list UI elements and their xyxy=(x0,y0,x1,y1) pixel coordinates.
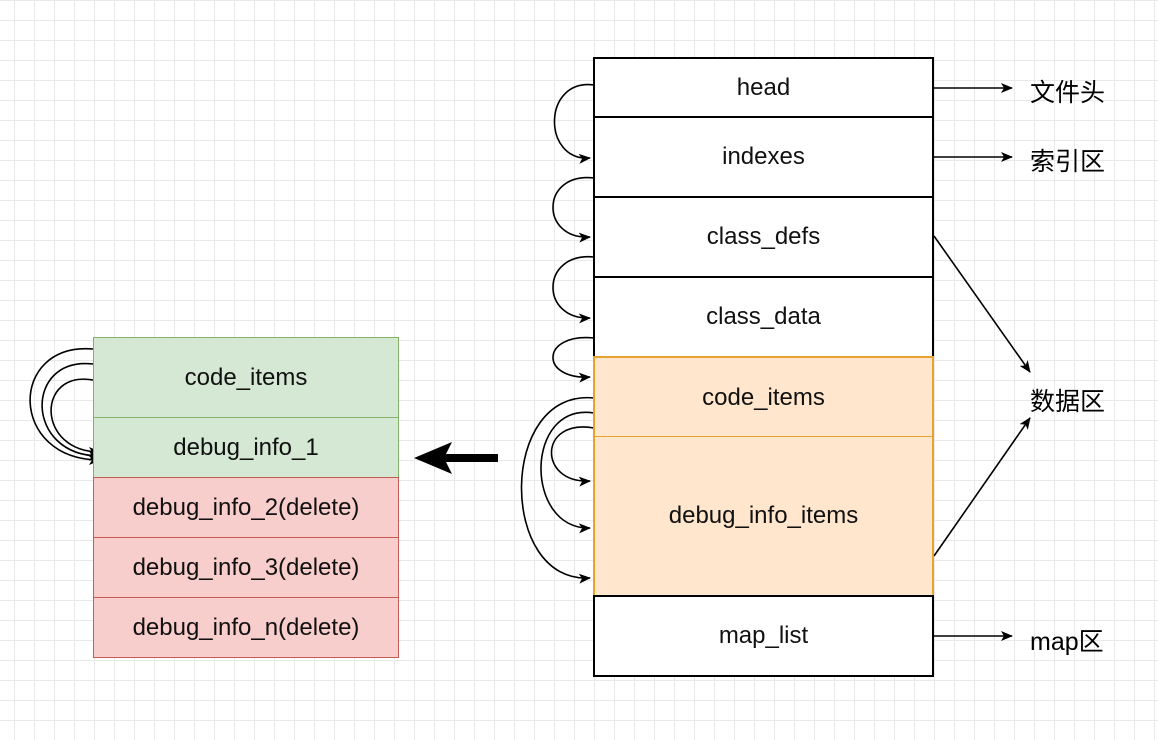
bold-left-arrow-head xyxy=(414,442,452,474)
loop-arrow-left-2 xyxy=(41,362,101,461)
section-class-data-label: class_data xyxy=(706,303,821,330)
loop-arrow-left-1 xyxy=(50,378,101,457)
section-head-label: head xyxy=(736,73,791,101)
label-data-area: 数据区 xyxy=(1030,388,1106,416)
loop-arrow-classdata-codeitems xyxy=(552,336,595,383)
loop-arrow-left-3 xyxy=(29,348,101,465)
section-class-defs-label: class_defs xyxy=(706,223,821,250)
arrow-debuginfo-to-data-area xyxy=(933,417,1031,557)
loop-arrow-indexes-classdefs xyxy=(552,176,595,243)
section-debug-info-items: debug_info_items xyxy=(593,436,934,597)
label-map-area: map区 xyxy=(1030,628,1104,656)
deleted-debug-info-n: debug_info_n(delete) xyxy=(93,597,399,658)
kept-debug-info-1-label: debug_info_1 xyxy=(173,433,319,461)
section-indexes: indexes xyxy=(593,116,934,198)
deleted-debug-info-n-label: debug_info_n(delete) xyxy=(132,613,360,641)
section-class-defs: class_defs xyxy=(593,196,934,278)
section-class-data: class_data xyxy=(593,276,934,358)
loop-arrow-code-debug-2 xyxy=(540,411,595,534)
section-code-items: code_items xyxy=(593,356,934,438)
section-head: head xyxy=(593,57,934,118)
section-map-list: map_list xyxy=(593,595,934,677)
loop-arrow-head-indexes xyxy=(553,84,595,164)
deleted-debug-info-2: debug_info_2(delete) xyxy=(93,477,399,538)
section-indexes-label: indexes xyxy=(722,143,805,170)
deleted-debug-info-2-label: debug_info_2(delete) xyxy=(132,493,360,521)
label-file-header: 文件头 xyxy=(1030,79,1106,107)
kept-code-items-label: code_items xyxy=(184,363,308,391)
label-index-area: 索引区 xyxy=(1030,148,1106,176)
loop-arrow-code-debug-1 xyxy=(550,426,595,487)
kept-code-items: code_items xyxy=(93,337,399,418)
deleted-debug-info-3: debug_info_3(delete) xyxy=(93,537,399,598)
arrow-classdefs-to-data-area xyxy=(933,235,1031,373)
section-code-items-label: code_items xyxy=(702,383,825,411)
section-debug-info-items-label: debug_info_items xyxy=(668,502,859,529)
kept-debug-info-1: debug_info_1 xyxy=(93,417,399,478)
loop-arrow-classdefs-classdata xyxy=(552,256,595,324)
deleted-debug-info-3-label: debug_info_3(delete) xyxy=(132,553,360,581)
loop-arrow-code-debug-3 xyxy=(520,397,595,584)
section-map-list-label: map_list xyxy=(718,622,809,649)
